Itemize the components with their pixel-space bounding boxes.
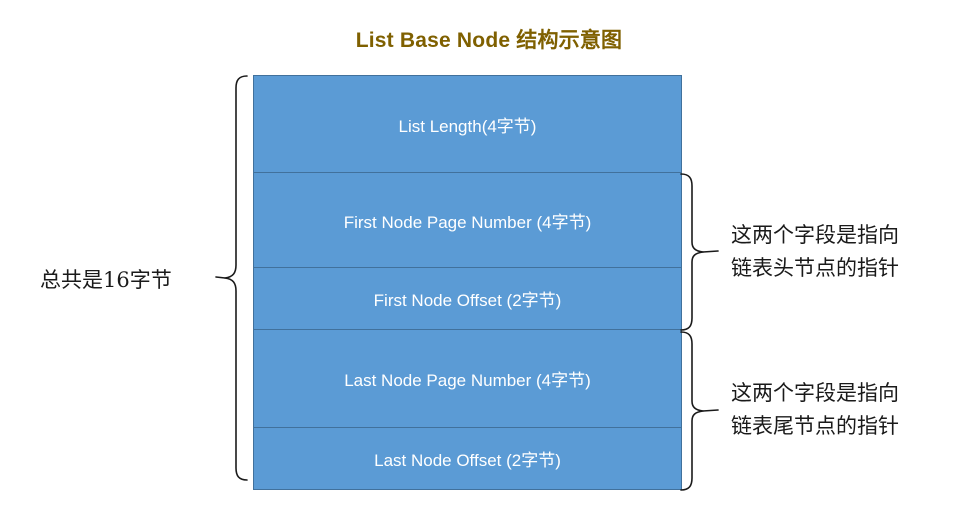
- field-row: List Length(4字节): [254, 76, 681, 173]
- annotation-line: 这两个字段是指向: [731, 381, 899, 405]
- annotation-line: 链表尾节点的指针: [731, 414, 899, 438]
- list-base-node-struct: List Length(4字节) First Node Page Number …: [253, 75, 682, 490]
- annotation-line: 链表头节点的指针: [731, 256, 899, 280]
- field-label: First Node Offset (2字节): [373, 291, 562, 310]
- total-size-label: 总共是16字节: [40, 268, 172, 292]
- field-label: First Node Page Number (4字节): [343, 212, 592, 232]
- annotation-line: 这两个字段是指向: [731, 223, 899, 247]
- field-row: First Node Page Number (4字节): [254, 173, 681, 268]
- head-pointer-brace-icon: [680, 173, 719, 331]
- field-label: List Length(4字节): [398, 116, 537, 136]
- field-row: Last Node Offset (2字节): [254, 428, 681, 489]
- field-row: First Node Offset (2字节): [254, 268, 681, 330]
- total-size-brace-icon: [215, 75, 248, 481]
- field-label: Last Node Page Number (4字节): [344, 371, 591, 390]
- field-label: Last Node Offset (2字节): [374, 451, 561, 470]
- head-pointer-annotation: 这两个字段是指向 链表头节点的指针: [731, 219, 899, 285]
- tail-pointer-annotation: 这两个字段是指向 链表尾节点的指针: [731, 377, 899, 443]
- page-title: List Base Node 结构示意图: [355, 29, 623, 52]
- field-row: Last Node Page Number (4字节): [254, 330, 681, 428]
- tail-pointer-brace-icon: [680, 331, 719, 491]
